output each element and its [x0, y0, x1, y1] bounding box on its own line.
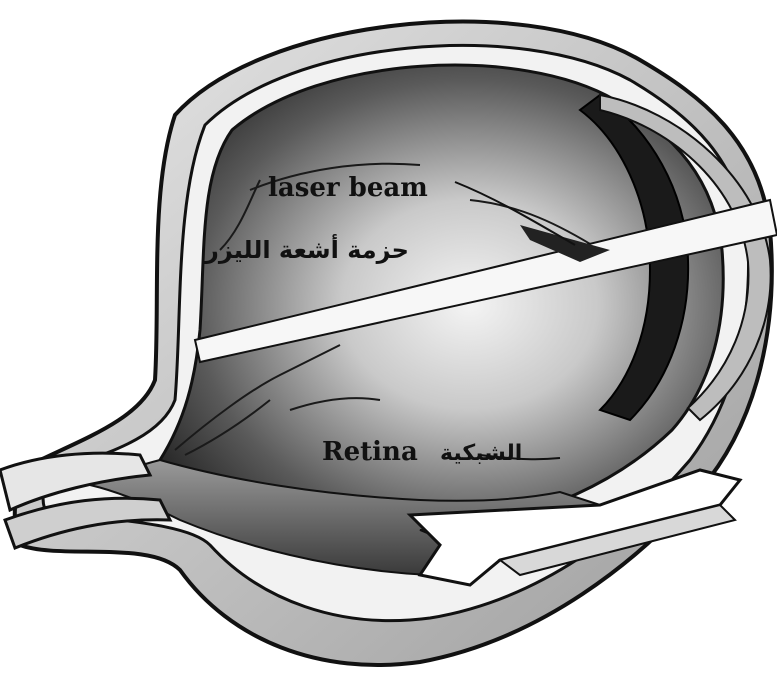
label-retina: Retina [322, 437, 418, 467]
label-retina-arabic: الشبكية [440, 441, 522, 466]
label-laser-beam: laser beam [268, 173, 428, 203]
label-laser-beam-arabic: حزمة أشعة الليزر [204, 234, 409, 264]
